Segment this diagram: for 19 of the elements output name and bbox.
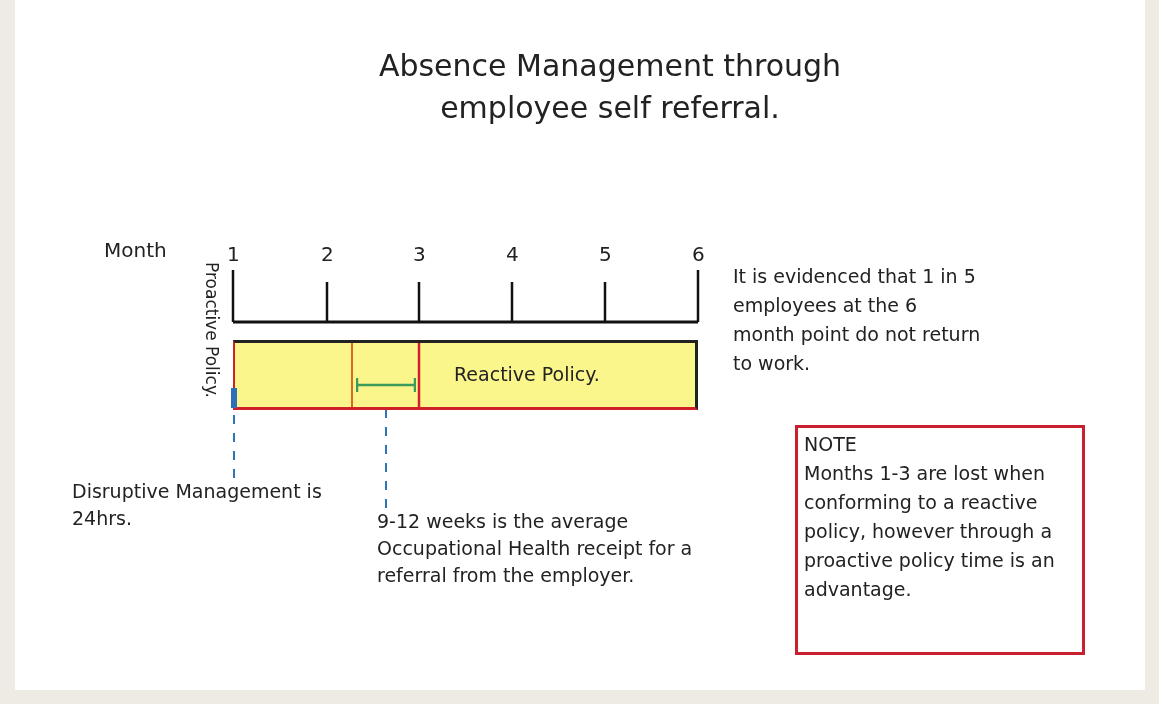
timeline-bar (233, 340, 698, 410)
title: Absence Management through employee self referral. (377, 47, 843, 127)
tick-label: 1 (227, 242, 240, 266)
note-text: It is evidenced that 1 in 5 employees at the 6 month point do not return to work. (733, 264, 982, 376)
annotation-text: 9-12 weeks is the average Occupational Health receipt for a referral from the employer. (377, 508, 757, 589)
axis-label: Month (104, 238, 167, 262)
annotation-text: Disruptive Management is 24hrs. (72, 478, 337, 532)
note-body: Months 1-3 are lost when conforming to a reactive policy, however through a proactive policy time is an advantage. (804, 461, 1056, 602)
tick-label: 3 (413, 242, 426, 266)
marker-bar (231, 388, 237, 408)
tick-label: 4 (506, 242, 519, 266)
bar-label: Reactive Policy. (454, 363, 600, 385)
tick-label: 6 (692, 242, 705, 266)
tick-label: 5 (599, 242, 612, 266)
note-heading: NOTE (804, 432, 858, 457)
vertical-label: Proactive Policy. (202, 262, 222, 398)
tick-label: 2 (321, 242, 334, 266)
note-box (795, 425, 1085, 655)
span-bracket (356, 378, 416, 392)
